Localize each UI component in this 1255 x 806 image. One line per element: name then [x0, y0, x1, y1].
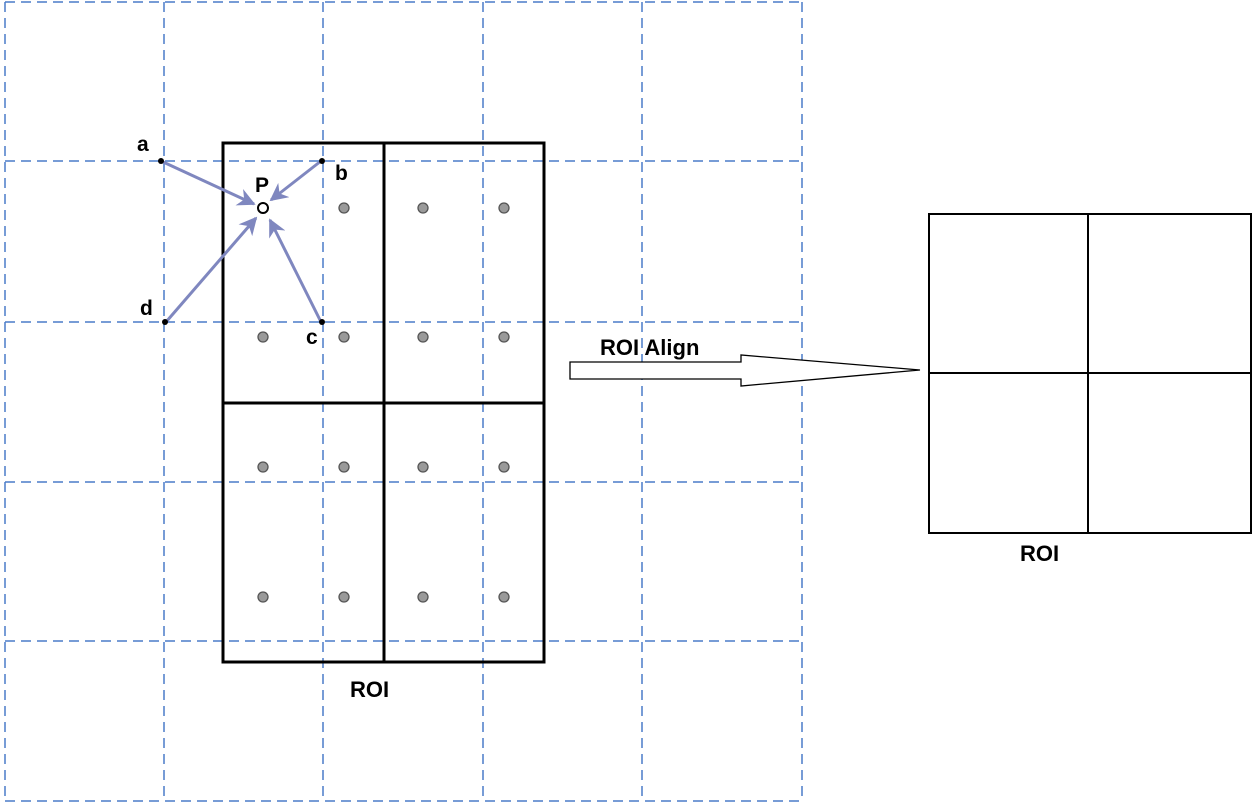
roi-align-arrow	[569, 354, 921, 387]
sampling-point	[338, 202, 350, 214]
sampling-point	[417, 461, 429, 473]
sampling-point	[417, 202, 429, 214]
sampling-point	[338, 331, 350, 343]
label-c: c	[306, 326, 318, 349]
point-b-marker	[319, 158, 325, 164]
arrow-d-to-p	[164, 216, 258, 323]
point-d-marker	[162, 319, 168, 325]
sampling-point	[338, 591, 350, 603]
sampling-point	[257, 461, 269, 473]
sampling-point	[498, 331, 510, 343]
arrow-c-to-p	[268, 218, 323, 323]
arrow-a-to-p	[160, 159, 256, 206]
sampling-point	[257, 331, 269, 343]
point-p-marker	[257, 202, 269, 214]
roi-caption-right: ROI	[1020, 541, 1059, 566]
sampling-point	[417, 331, 429, 343]
roi-output-box	[928, 213, 1252, 534]
label-p: P	[255, 174, 269, 197]
point-a-marker	[158, 158, 164, 164]
arrow-b-to-p	[269, 159, 322, 202]
roi-align-label: ROI Align	[600, 335, 699, 360]
sampling-point	[338, 461, 350, 473]
roi-box-left	[221, 141, 546, 664]
sampling-point	[257, 591, 269, 603]
label-b: b	[335, 162, 348, 185]
label-d: d	[140, 297, 153, 320]
label-a: a	[137, 133, 149, 156]
sampling-point	[498, 591, 510, 603]
point-c-marker	[319, 319, 325, 325]
sampling-point	[498, 202, 510, 214]
corner-points	[158, 158, 325, 325]
feature-map-grid	[4, 1, 803, 802]
roi-caption-left: ROI	[350, 677, 389, 702]
interpolation-arrows	[160, 159, 323, 323]
sampling-point	[417, 591, 429, 603]
sampling-point	[498, 461, 510, 473]
